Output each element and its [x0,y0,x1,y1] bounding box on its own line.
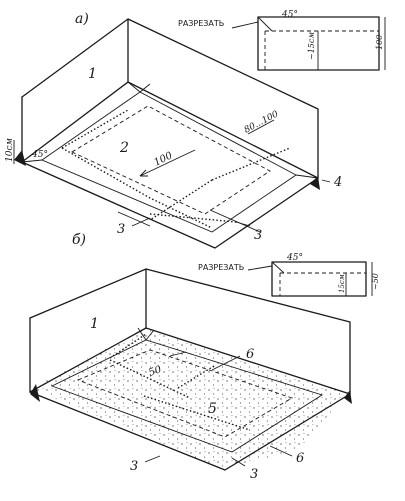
detail-b-depth: 15см [338,274,346,293]
diagram-b-letter: б) [72,232,86,248]
dim-angle-a: 45° [31,150,48,160]
floor-stipple-b [30,328,348,470]
dim-diagonal-b: 50 [147,364,163,379]
detail-a-size: 100 [375,35,384,50]
detail-b-cut-text: РАЗРЕЗАТЬ [198,263,244,272]
corner-fold-a-left [14,150,26,166]
wall-label-b: 1 [90,316,99,332]
back-wall-a [21,18,319,179]
detail-a-depth: ~15см [307,32,316,60]
seam-label-a-right: 3 [254,228,262,243]
corner-fold-b-right [344,390,352,404]
diagram-b: б) 1 5 6 6 3 3 50 РАЗРЕЗАТЬ 45° 15см ~50 [29,232,380,482]
corner-fold-a-right [310,176,320,190]
label-6-top: 6 [246,347,254,362]
dim-band-a: 80...100 [243,109,281,135]
seam-label-a-left: 3 [117,222,125,237]
seam-label-b-right: 3 [250,467,258,482]
diagram-a: а) 1 2 4 3 3 10см 45° 100 80...100 РАЗРЕ… [5,10,386,249]
detail-b-angle: 45° [286,253,303,263]
seam-label-b-left: 3 [130,459,138,474]
detail-a-cut-text: РАЗРЕЗАТЬ [178,19,224,28]
detail-a [231,16,386,71]
back-wall-b [29,268,351,395]
label-6-bottom: 6 [296,451,304,466]
detail-a-angle: 45° [281,10,298,20]
corner-label-a: 4 [333,175,342,190]
dim-height-a: 10см [5,138,15,162]
detail-b-size: ~50 [371,273,380,290]
floor-label-b: 5 [208,401,217,417]
wall-label-a: 1 [88,66,97,82]
floor-label-a: 2 [119,140,129,156]
detail-b [247,261,373,297]
diagram-a-letter: а) [75,11,89,27]
dim-diagonal-a: 100 [152,150,175,169]
corner-fold-b-left [30,384,40,402]
